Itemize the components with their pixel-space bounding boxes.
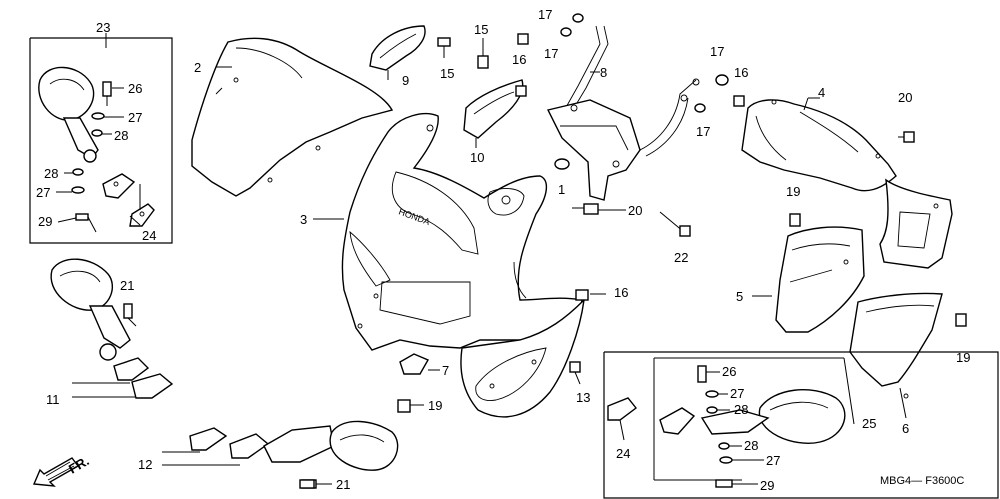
callout-21: 21 [120,278,134,293]
callout-22: 22 [674,250,688,265]
callout-28: 28 [744,438,758,453]
fairing-stay [546,25,700,201]
callout-13: 13 [576,390,590,405]
upper-cowl [313,113,583,351]
cover-9 [369,25,426,80]
callout-10: 10 [470,150,484,165]
callout-9: 9 [402,73,409,88]
callout-7: 7 [442,363,449,378]
callout-28: 28 [44,166,58,181]
callout-21: 21 [336,477,350,492]
middle-cowl [752,226,865,333]
callout-17: 17 [710,44,724,59]
left-mirror-kit-box [29,33,173,244]
callout-3: 3 [300,212,307,227]
left-front-mirror [50,258,174,399]
windscreen [191,37,394,197]
callout-23: 23 [96,20,110,35]
callout-11: 11 [46,392,60,407]
callout-27: 27 [36,185,50,200]
callout-12: 12 [138,457,152,472]
callout-19: 19 [428,398,442,413]
callout-19: 19 [786,184,800,199]
callout-17: 17 [696,124,710,139]
lower-panel [849,292,943,419]
callout-16: 16 [512,52,526,67]
callout-26: 26 [128,81,142,96]
callout-4: 4 [818,85,825,100]
callout-24: 24 [616,446,630,461]
callout-15: 15 [474,22,488,37]
callout-20: 20 [628,203,642,218]
callout-26: 26 [722,364,736,379]
callout-20: 20 [898,90,912,105]
callout-25: 25 [862,416,876,431]
callout-17: 17 [544,46,558,61]
callout-24: 24 [142,228,156,243]
front-direction-arrow [32,457,80,487]
right-mirror-assembly [607,365,846,488]
callout-27: 27 [128,110,142,125]
hardware-fasteners [299,13,967,489]
direction-label: FR. [66,453,92,476]
callout-28: 28 [114,128,128,143]
callout-29: 29 [38,214,52,229]
cover-10 [463,79,524,148]
callout-15: 15 [440,66,454,81]
callout-5: 5 [736,289,743,304]
callout-16: 16 [734,65,748,80]
callout-28: 28 [734,402,748,417]
callout-27: 27 [766,453,780,468]
side-cowl-lower [879,178,953,269]
callout-8: 8 [600,65,607,80]
callout-2: 2 [194,60,201,75]
inner-lower-cowl [460,298,585,418]
right-front-mirror [162,420,399,489]
side-cowl [741,97,897,192]
callout-17: 17 [538,7,552,22]
left-mirror-assembly [38,66,155,233]
callout-labels: 23 26 27 28 28 27 29 24 2 3 9 15 15 16 1… [36,7,970,493]
callout-27: 27 [730,386,744,401]
callout-29: 29 [760,478,774,493]
callout-19: 19 [956,350,970,365]
callout-6: 6 [902,421,909,436]
drawing-code: MBG4— F3600C [880,475,964,487]
callout-1: 1 [558,182,565,197]
callout-16: 16 [614,285,628,300]
